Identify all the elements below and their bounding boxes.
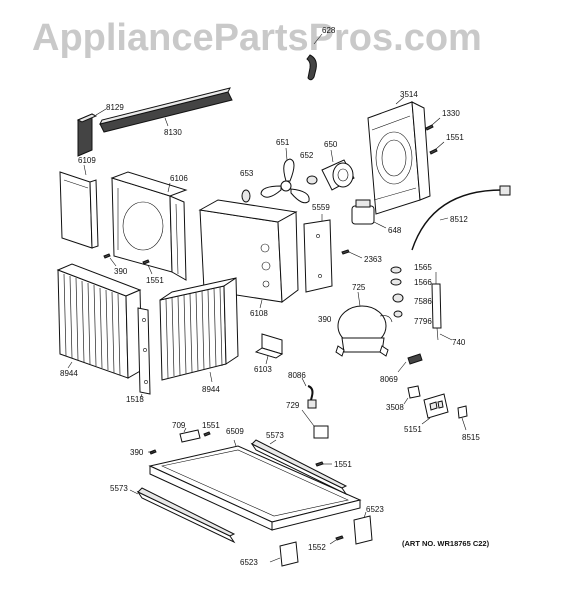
label-8129: 8129 [106,103,124,112]
part-653-bushing [241,189,251,203]
part-709-clip [179,427,201,443]
part-2363-screw [341,249,363,259]
part-3514-bulkhead [367,96,431,215]
label-7586: 7586 [414,297,432,306]
label-390-base: 390 [130,448,144,457]
part-8944-condenser-coil [159,277,239,383]
part-1565-grommet [390,266,402,274]
label-709: 709 [172,421,186,430]
label-650: 650 [324,140,338,149]
part-1330-screw [425,117,441,131]
label-740: 740 [452,338,466,347]
part-6108-barrier [198,199,299,309]
part-1552-screw [329,535,344,545]
part-1551-screw-base-right [315,461,332,467]
part-1513-bracket [137,307,151,401]
label-648: 648 [388,226,402,235]
part-8069-overload [397,353,423,373]
label-1552: 1552 [308,543,326,552]
part-650-fan-motor [321,149,355,191]
part-8130-foam-strip [99,87,233,133]
label-8515: 8515 [462,433,480,442]
part-5151-switch [421,393,449,425]
label-5573-right: 5573 [266,431,284,440]
part-6103-bracket [254,333,284,365]
part-648-capacitor [351,199,387,229]
label-5573-left: 5573 [110,484,128,493]
part-8129-foam-block [76,108,107,157]
label-6103: 6103 [254,365,272,374]
label-6523-left: 6523 [240,558,258,567]
label-1513: 1513 [126,395,144,404]
label-3508: 3508 [386,403,404,412]
part-8512-power-cord [411,185,511,251]
label-628: 628 [322,26,336,35]
label-1551-base-left: 1551 [202,421,220,430]
label-2363: 2363 [364,255,382,264]
part-651-fan-blade [260,147,310,204]
label-8944-left: 8944 [60,369,78,378]
label-6108: 6108 [250,309,268,318]
label-8512: 8512 [450,215,468,224]
part-8515-connector [457,405,468,431]
part-5573-rail-left [129,487,236,544]
part-7586-sleeve [392,293,404,303]
part-1551-screw-base-left [203,431,211,437]
part-725-compressor [335,291,393,357]
label-8130: 8130 [164,128,182,137]
part-390-screw-left [103,253,117,267]
part-8086-wire-harness [301,377,317,409]
label-729: 729 [286,401,300,410]
label-390-mid: 390 [318,315,332,324]
watermark-text: AppliancePartsPros.com [32,17,482,59]
part-5573-rail-right [250,439,348,496]
part-729-relay [301,409,329,439]
part-1551-screw-top [429,141,445,155]
label-653: 653 [240,169,254,178]
label-1566: 1566 [414,278,432,287]
part-390-screw-base [148,449,157,455]
label-1551-base-right: 1551 [334,460,352,469]
part-5559-control-panel [303,214,333,293]
part-3508-terminal-cover [403,385,421,405]
label-3514: 3514 [400,90,418,99]
part-6509-base-pan [148,439,362,531]
label-390-left: 390 [114,267,128,276]
part-6523-foot-right [353,511,373,545]
art-number: (ART NO. WR18765 C22) [402,539,490,548]
part-1566-washer [390,278,402,286]
label-651: 651 [276,138,290,147]
label-6523-right: 6523 [366,505,384,514]
part-8944-evaporator-coil [56,263,143,379]
part-1551-screw-left [142,259,153,275]
part-628-bracket [306,33,323,81]
label-5151: 5151 [404,425,422,434]
label-6509: 6509 [226,427,244,436]
label-725: 725 [352,283,366,292]
label-1565: 1565 [414,263,432,272]
part-652-clamp [306,175,318,185]
label-5559: 5559 [312,203,330,212]
label-1551-left: 1551 [146,276,164,285]
label-8086: 8086 [288,371,306,380]
part-6523-foot-left [269,541,299,567]
part-6109-side-panel [59,164,99,249]
label-8069: 8069 [380,375,398,384]
part-6106-shroud [110,171,188,281]
label-6109: 6109 [78,156,96,165]
part-740-capillary [431,272,453,341]
label-1330: 1330 [442,109,460,118]
label-652: 652 [300,151,314,160]
label-1551-top: 1551 [446,133,464,142]
label-8944-right: 8944 [202,385,220,394]
part-7796-nut [393,310,403,318]
label-7796: 7796 [414,317,432,326]
label-6106: 6106 [170,174,188,183]
